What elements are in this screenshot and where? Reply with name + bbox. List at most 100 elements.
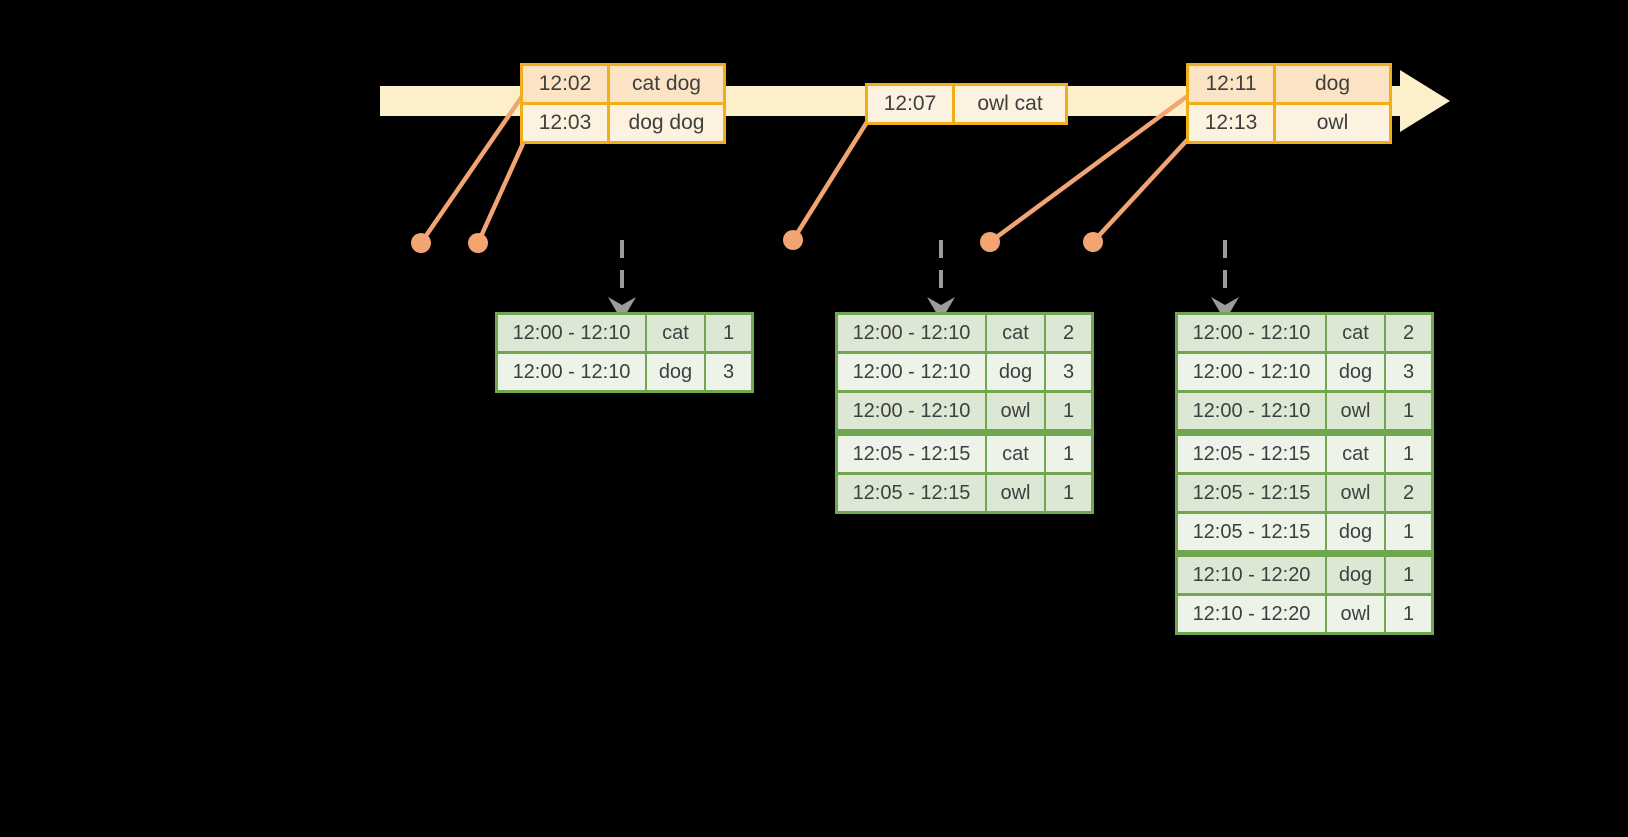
event-time: 12:07: [868, 86, 955, 122]
window-cell: 12:00 - 12:10: [1178, 393, 1325, 429]
event-connector-line: [475, 127, 533, 244]
window-cell: 12:00 - 12:10: [498, 315, 645, 351]
word-cell: owl: [987, 475, 1044, 511]
event-table-1207: 12:07 owl cat: [865, 83, 1068, 125]
result-table-2: 12:00 - 12:10 cat 2 12:00 - 12:10 dog 3 …: [835, 312, 1094, 514]
event-words: dog: [1276, 66, 1389, 102]
result-row: 12:00 - 12:10 cat 1: [498, 315, 751, 351]
result-row: 12:05 - 12:15 cat 1: [1178, 436, 1431, 472]
result-row: 12:05 - 12:15 owl 2: [1178, 475, 1431, 511]
result-row: 12:10 - 12:20 owl 1: [1178, 596, 1431, 632]
count-cell: 2: [1386, 315, 1431, 351]
word-cell: cat: [1327, 315, 1384, 351]
event-dot-icon: [783, 230, 803, 250]
word-cell: dog: [987, 354, 1044, 390]
event-dot-icon: [1083, 232, 1103, 252]
event-time: 12:11: [1189, 66, 1276, 102]
event-connector-line: [988, 93, 1191, 244]
down-arrowhead-icon: [1211, 297, 1239, 321]
event-time: 12:02: [523, 66, 610, 102]
event-connector-line: [419, 93, 525, 245]
event-time: 12:03: [523, 105, 610, 141]
event-words: owl: [1276, 105, 1389, 141]
event-connector-line: [791, 120, 869, 242]
window-cell: 12:00 - 12:10: [838, 315, 985, 351]
down-arrowhead-icon: [608, 297, 636, 321]
word-cell: owl: [1327, 596, 1384, 632]
count-cell: 2: [1386, 475, 1431, 511]
event-time: 12:13: [1189, 105, 1276, 141]
count-cell: 1: [1046, 393, 1091, 429]
count-cell: 3: [706, 354, 751, 390]
trigger-arrowheads: [608, 297, 1239, 321]
count-cell: 1: [706, 315, 751, 351]
event-table-1211: 12:11 dog 12:13 owl: [1186, 63, 1392, 144]
window-cell: 12:05 - 12:15: [838, 436, 985, 472]
window-cell: 12:00 - 12:10: [1178, 315, 1325, 351]
count-cell: 1: [1386, 514, 1431, 550]
result-row: 12:05 - 12:15 owl 1: [838, 475, 1091, 511]
window-cell: 12:05 - 12:15: [838, 475, 985, 511]
event-words: dog dog: [610, 105, 723, 141]
window-cell: 12:00 - 12:10: [498, 354, 645, 390]
event-row: 12:07 owl cat: [868, 86, 1065, 122]
word-cell: cat: [987, 315, 1044, 351]
count-cell: 3: [1386, 354, 1431, 390]
word-cell: dog: [647, 354, 704, 390]
result-row: 12:00 - 12:10 dog 3: [498, 354, 751, 390]
count-cell: 1: [1386, 393, 1431, 429]
event-words: owl cat: [955, 86, 1065, 122]
result-row: 12:00 - 12:10 owl 1: [838, 393, 1091, 429]
window-cell: 12:00 - 12:10: [838, 354, 985, 390]
count-cell: 1: [1386, 596, 1431, 632]
word-cell: cat: [647, 315, 704, 351]
result-row: 12:05 - 12:15 dog 1: [1178, 514, 1431, 550]
event-row: 12:03 dog dog: [523, 102, 723, 141]
timeline-arrowhead-icon: [1400, 70, 1450, 132]
word-cell: owl: [1327, 475, 1384, 511]
window-cell: 12:05 - 12:15: [1178, 436, 1325, 472]
word-cell: dog: [1327, 557, 1384, 593]
window-cell: 12:10 - 12:20: [1178, 557, 1325, 593]
count-cell: 1: [1046, 436, 1091, 472]
result-row: 12:00 - 12:10 cat 2: [838, 315, 1091, 351]
result-row: 12:05 - 12:15 cat 1: [838, 436, 1091, 472]
trigger-arrow-lines: [620, 240, 1227, 299]
window-cell: 12:00 - 12:10: [838, 393, 985, 429]
word-cell: owl: [1327, 393, 1384, 429]
window-cell: 12:05 - 12:15: [1178, 514, 1325, 550]
count-cell: 1: [1386, 557, 1431, 593]
result-row: 12:10 - 12:20 dog 1: [1178, 557, 1431, 593]
word-cell: cat: [987, 436, 1044, 472]
word-cell: dog: [1327, 514, 1384, 550]
result-table-3: 12:00 - 12:10 cat 2 12:00 - 12:10 dog 3 …: [1175, 312, 1434, 635]
count-cell: 3: [1046, 354, 1091, 390]
event-row: 12:02 cat dog: [523, 66, 723, 102]
event-words: cat dog: [610, 66, 723, 102]
count-cell: 2: [1046, 315, 1091, 351]
word-cell: dog: [1327, 354, 1384, 390]
event-dots: [411, 230, 1103, 253]
window-cell: 12:00 - 12:10: [1178, 354, 1325, 390]
result-row: 12:00 - 12:10 owl 1: [1178, 393, 1431, 429]
event-dot-icon: [411, 233, 431, 253]
event-table-1202: 12:02 cat dog 12:03 dog dog: [520, 63, 726, 144]
window-cell: 12:05 - 12:15: [1178, 475, 1325, 511]
word-cell: owl: [987, 393, 1044, 429]
result-table-1: 12:00 - 12:10 cat 1 12:00 - 12:10 dog 3: [495, 312, 754, 393]
event-row: 12:13 owl: [1189, 102, 1389, 141]
result-row: 12:00 - 12:10 dog 3: [1178, 354, 1431, 390]
result-row: 12:00 - 12:10 cat 2: [1178, 315, 1431, 351]
count-cell: 1: [1386, 436, 1431, 472]
event-dot-icon: [980, 232, 1000, 252]
window-cell: 12:10 - 12:20: [1178, 596, 1325, 632]
word-cell: cat: [1327, 436, 1384, 472]
result-row: 12:00 - 12:10 dog 3: [838, 354, 1091, 390]
event-row: 12:11 dog: [1189, 66, 1389, 102]
event-dot-icon: [468, 233, 488, 253]
event-connector-lines: [419, 93, 1191, 245]
down-arrowhead-icon: [927, 297, 955, 321]
count-cell: 1: [1046, 475, 1091, 511]
